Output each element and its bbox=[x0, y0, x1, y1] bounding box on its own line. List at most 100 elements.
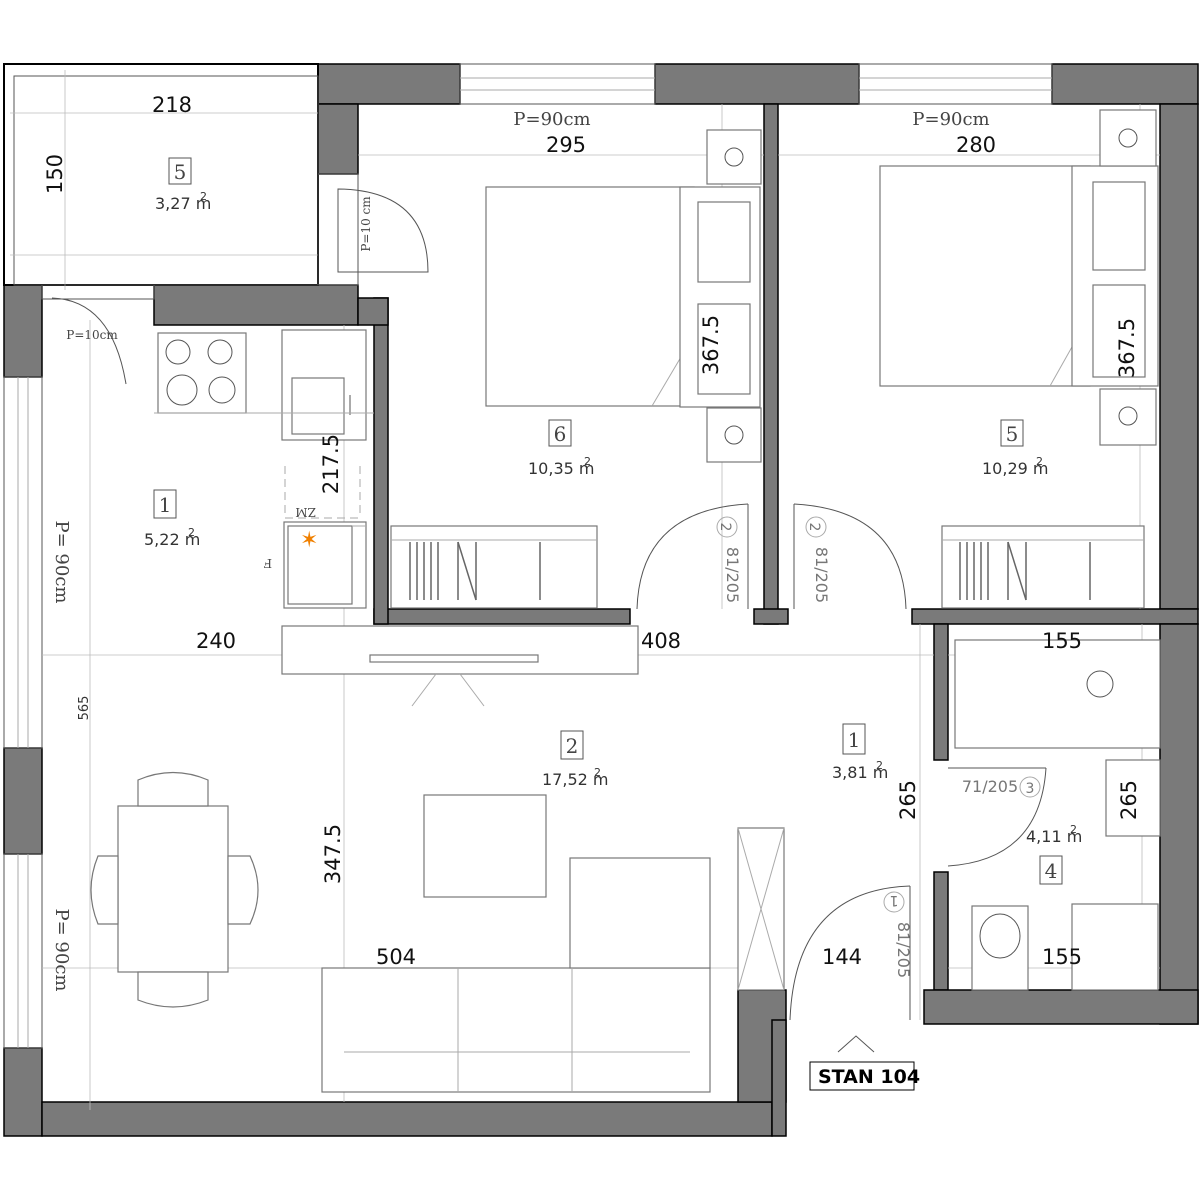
room-area-sup: 2 bbox=[1070, 823, 1077, 836]
dining-table bbox=[117, 805, 229, 973]
wall-kitchen-top bbox=[153, 284, 359, 326]
nightstand-2b bbox=[1099, 388, 1157, 446]
windows bbox=[3, 63, 1053, 1049]
chair-top bbox=[137, 771, 209, 807]
dim-living-depth: 347.5 bbox=[321, 824, 345, 884]
kitchen-furniture: F ZM ✶ bbox=[154, 329, 374, 609]
room-number: 4 bbox=[1045, 859, 1058, 883]
room-area-sup: 2 bbox=[188, 526, 195, 539]
door-entry-label: 81/205 bbox=[894, 922, 913, 978]
wall-top-mid bbox=[654, 63, 860, 105]
door-entry-num: 1 bbox=[890, 892, 899, 908]
kitchen-sink bbox=[291, 377, 345, 435]
dimension-labels: 218 150 295 280 367.5 367.5 217.5 240 40… bbox=[43, 93, 1141, 969]
tv-cabinet bbox=[281, 625, 639, 675]
wall-bottom bbox=[41, 1101, 773, 1137]
room-number: 2 bbox=[566, 734, 579, 758]
dishwasher-label: ZM bbox=[295, 505, 316, 519]
dim-balcony-width: 218 bbox=[152, 93, 192, 117]
dim-kitchen-width: 240 bbox=[196, 629, 236, 653]
wall-under-bedroom1 bbox=[373, 608, 631, 625]
wall-bath-left-top bbox=[933, 623, 949, 761]
wardrobe-2 bbox=[941, 525, 1145, 609]
room-area-sup: 2 bbox=[1036, 455, 1043, 468]
window-bedroom2-label: P=90cm bbox=[912, 109, 989, 130]
dim-bedroom2-depth: 367.5 bbox=[1115, 318, 1139, 378]
room-number: 5 bbox=[174, 160, 187, 184]
sofa bbox=[321, 967, 711, 1093]
room-area-sup: 2 bbox=[200, 190, 207, 203]
walls bbox=[3, 63, 1199, 1137]
door-bedroom1 bbox=[636, 503, 749, 610]
door-bedroom2-num: 2 bbox=[806, 523, 822, 532]
room-area: 10,29 m bbox=[982, 459, 1048, 478]
room-area: 4,11 m bbox=[1026, 827, 1082, 846]
wall-top-right bbox=[1051, 63, 1199, 105]
wall-left-mid bbox=[3, 747, 43, 855]
room-area: 17,52 m bbox=[542, 770, 608, 789]
room-number: 1 bbox=[159, 493, 172, 517]
wall-kitchen-top2 bbox=[357, 297, 389, 326]
bedroom2-furniture bbox=[879, 109, 1159, 609]
room-area: 3,27 m bbox=[155, 194, 211, 213]
window-bedroom1-label: P=90cm bbox=[513, 109, 590, 130]
dim-bath-width-top: 155 bbox=[1042, 629, 1082, 653]
door-bedroom2-label: 81/205 bbox=[812, 547, 831, 603]
living-furniture bbox=[90, 625, 785, 1093]
dim-bath-depth: 265 bbox=[1117, 780, 1141, 820]
door-entry bbox=[789, 885, 911, 1021]
bath-cabinet bbox=[1071, 903, 1159, 991]
bed-2 bbox=[879, 165, 1091, 387]
door-labels: 81/205 2 81/205 2 81/205 1 71/205 3 bbox=[716, 516, 1041, 978]
dim-bedroom1-width: 295 bbox=[546, 133, 586, 157]
doors bbox=[51, 188, 1047, 1053]
wall-bath-right bbox=[1159, 623, 1199, 1025]
bathroom-furniture bbox=[954, 639, 1161, 991]
wall-under-bedroom2 bbox=[911, 608, 1199, 625]
dim-balcony-depth: 150 bbox=[43, 154, 67, 194]
wall-top-left bbox=[317, 63, 461, 105]
window-labels: P=90cm P=90cm P=10 cm P=10cm P= 90cm P= … bbox=[51, 109, 990, 991]
nightstand-1a bbox=[706, 129, 762, 185]
plan-label: STAN 104 bbox=[818, 1066, 920, 1088]
room-number: 1 bbox=[848, 728, 861, 752]
wall-bottom-right-jog2 bbox=[771, 1019, 787, 1137]
kitchen-window-label: P=10cm bbox=[66, 328, 118, 342]
dim-living-width: 504 bbox=[376, 945, 416, 969]
wall-kitchen-right bbox=[373, 297, 389, 625]
room-labels: 5 3,27 m 2 6 10,35 m 2 5 10,29 m 2 1 5,2… bbox=[144, 157, 1082, 885]
bathtub bbox=[954, 639, 1161, 749]
dim-hall-depth: 265 bbox=[896, 780, 920, 820]
nightstand-2a bbox=[1099, 109, 1157, 167]
room-area-sup: 2 bbox=[584, 455, 591, 468]
wall-right bbox=[1159, 103, 1199, 610]
wall-bedroom-divider-foot bbox=[753, 608, 789, 625]
tv bbox=[369, 654, 539, 663]
bed-1 bbox=[485, 186, 695, 407]
door-bathroom-label: 71/205 bbox=[962, 777, 1018, 796]
door-bathroom-num: 3 bbox=[1026, 781, 1035, 797]
dim-bath-width-bottom: 155 bbox=[1042, 945, 1082, 969]
room-area-sup: 2 bbox=[876, 759, 883, 772]
left-window-upper-label: P= 90cm bbox=[51, 521, 72, 604]
wall-left-bottom bbox=[3, 1047, 43, 1137]
dim-bedroom2-width: 280 bbox=[956, 133, 996, 157]
door-kitchen-window bbox=[51, 297, 127, 385]
vent-icon: ✶ bbox=[300, 528, 318, 553]
wall-top-left-return bbox=[317, 103, 359, 175]
toilet bbox=[971, 905, 1029, 991]
room-number: 5 bbox=[1006, 422, 1019, 446]
chair-bottom bbox=[137, 971, 209, 1008]
wall-bath-bottom bbox=[923, 989, 1199, 1025]
dim-entry-width: 144 bbox=[822, 945, 862, 969]
coffee-table bbox=[423, 794, 547, 898]
wall-bedroom-divider bbox=[763, 103, 779, 625]
bedroom1-furniture bbox=[390, 129, 762, 609]
room-area: 5,22 m bbox=[144, 530, 200, 549]
room-area-sup: 2 bbox=[594, 766, 601, 779]
nightstand-1b bbox=[706, 407, 762, 463]
dim-bedroom1-depth: 367.5 bbox=[699, 315, 723, 375]
door-balcony bbox=[337, 188, 429, 273]
door-bedroom1-label: 81/205 bbox=[723, 547, 742, 603]
